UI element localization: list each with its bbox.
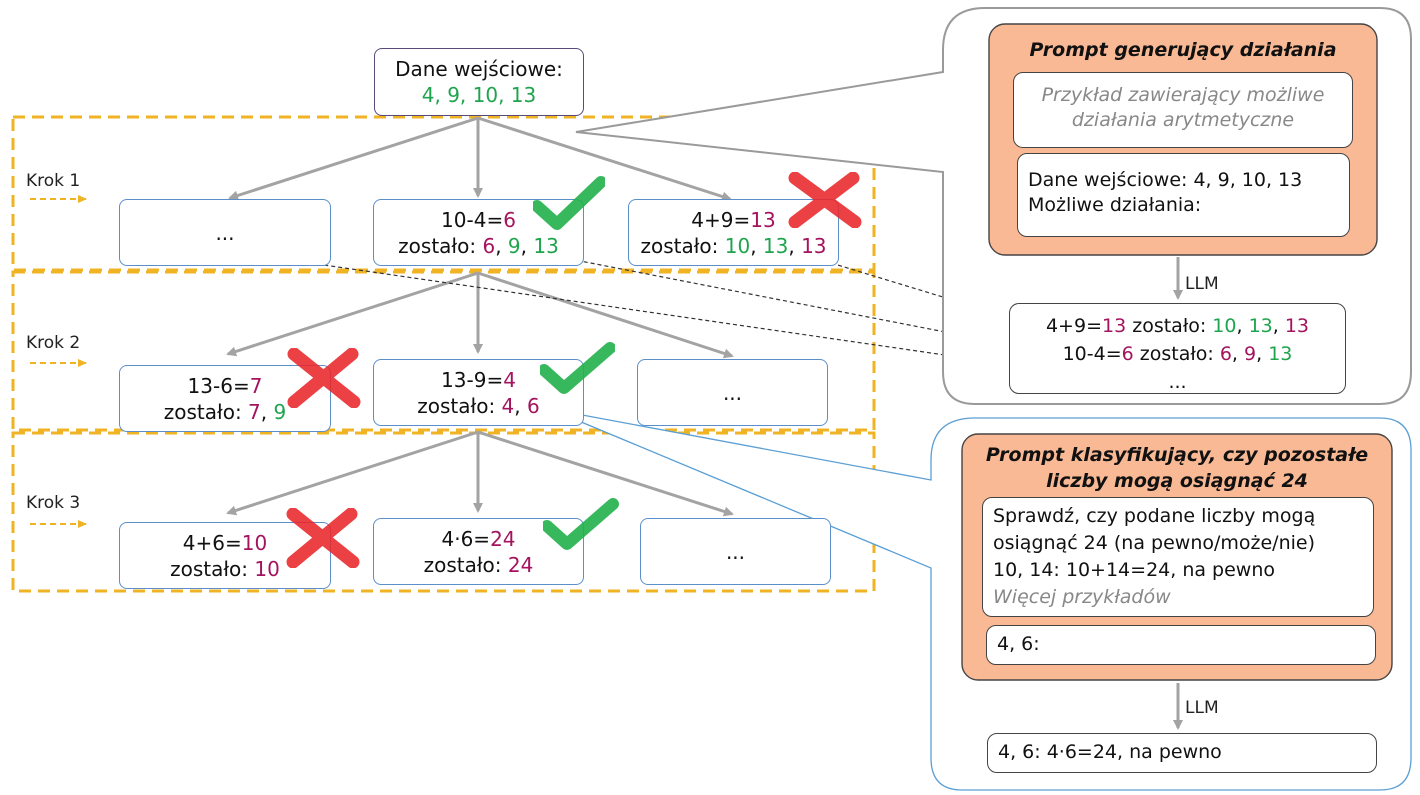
panel1-title: Prompt generujący działania: [1029, 39, 1337, 61]
tree-arrow: [477, 430, 734, 517]
check-icon: [540, 342, 615, 394]
step1-frame: [11, 115, 876, 272]
link-dashed: [817, 258, 1026, 323]
remaining: zostało: 24: [423, 552, 534, 577]
panel1-output: 4+9=13 zostało: 10, 13, 13 10-4=6 został…: [1009, 303, 1346, 394]
tree-arrow: [477, 271, 734, 359]
cross-icon: [788, 172, 862, 228]
step2-label: Krok 2: [26, 333, 81, 353]
remaining: zostało: 6, 9, 13: [398, 233, 559, 258]
step2-node-mid: 13-9=4 zostało: 4, 6: [373, 359, 584, 426]
step3-node-right: ...: [640, 518, 831, 585]
operation: 4+9=13: [691, 207, 776, 232]
step1-node-left: ...: [119, 199, 331, 266]
ellipsis: ...: [215, 220, 235, 245]
check-icon: [543, 498, 619, 550]
llm-label-2: LLM: [1185, 698, 1219, 718]
panel1-input: Dane wejściowe: 4, 9, 10, 13 Możliwe dzi…: [1017, 153, 1350, 237]
input-values: 4, 9, 10, 13: [421, 83, 537, 107]
remaining: zostało: 10: [170, 556, 280, 581]
remaining: zostało: 10, 13, 13: [640, 233, 827, 258]
check-icon: [533, 176, 605, 230]
tree-arrow: [228, 116, 479, 201]
output-line: 4+9=13 zostało: 10, 13, 13: [1045, 315, 1310, 337]
operation: 4+6=10: [182, 530, 268, 555]
panel2-query: 4, 6:: [986, 625, 1376, 665]
remaining: zostało: 7, 9: [163, 399, 287, 424]
input-node: Dane wejściowe: 4, 9, 10, 13: [374, 48, 584, 116]
output-line: ...: [1168, 371, 1187, 393]
tree-arrow: [226, 430, 479, 516]
operation: 13-6=7: [187, 373, 263, 398]
panel2-output: 4, 6: 4·6=24, na pewno: [987, 733, 1377, 773]
step2-node-right: ...: [637, 359, 828, 426]
cross-icon: [287, 348, 361, 408]
step2-frame: [11, 270, 876, 432]
output-line: 10-4=6 zostało: 6, 9, 13: [1062, 343, 1293, 365]
ellipsis: ...: [725, 539, 746, 564]
panel1-example: Przykład zawierający możliwe działania a…: [1013, 72, 1353, 148]
step3-label: Krok 3: [26, 493, 81, 513]
panel2-title: Prompt klasyfikujący, czy pozostałe licz…: [985, 444, 1369, 492]
llm-label-1: LLM: [1185, 274, 1219, 294]
panel2-examples: Sprawdź, czy podane liczby mogą osiągnąć…: [982, 497, 1374, 617]
remaining: zostało: 4, 6: [417, 393, 540, 418]
step1-label: Krok 1: [26, 171, 81, 191]
operation: 13-9=4: [441, 367, 516, 392]
operation: 10-4=6: [441, 207, 516, 232]
tree-arrow: [477, 116, 732, 202]
tree-arrow: [226, 271, 479, 357]
operation: 4·6=24: [441, 526, 516, 551]
ellipsis: ...: [722, 380, 743, 405]
cross-icon: [286, 508, 360, 568]
input-label: Dane wejściowe:: [395, 57, 563, 81]
